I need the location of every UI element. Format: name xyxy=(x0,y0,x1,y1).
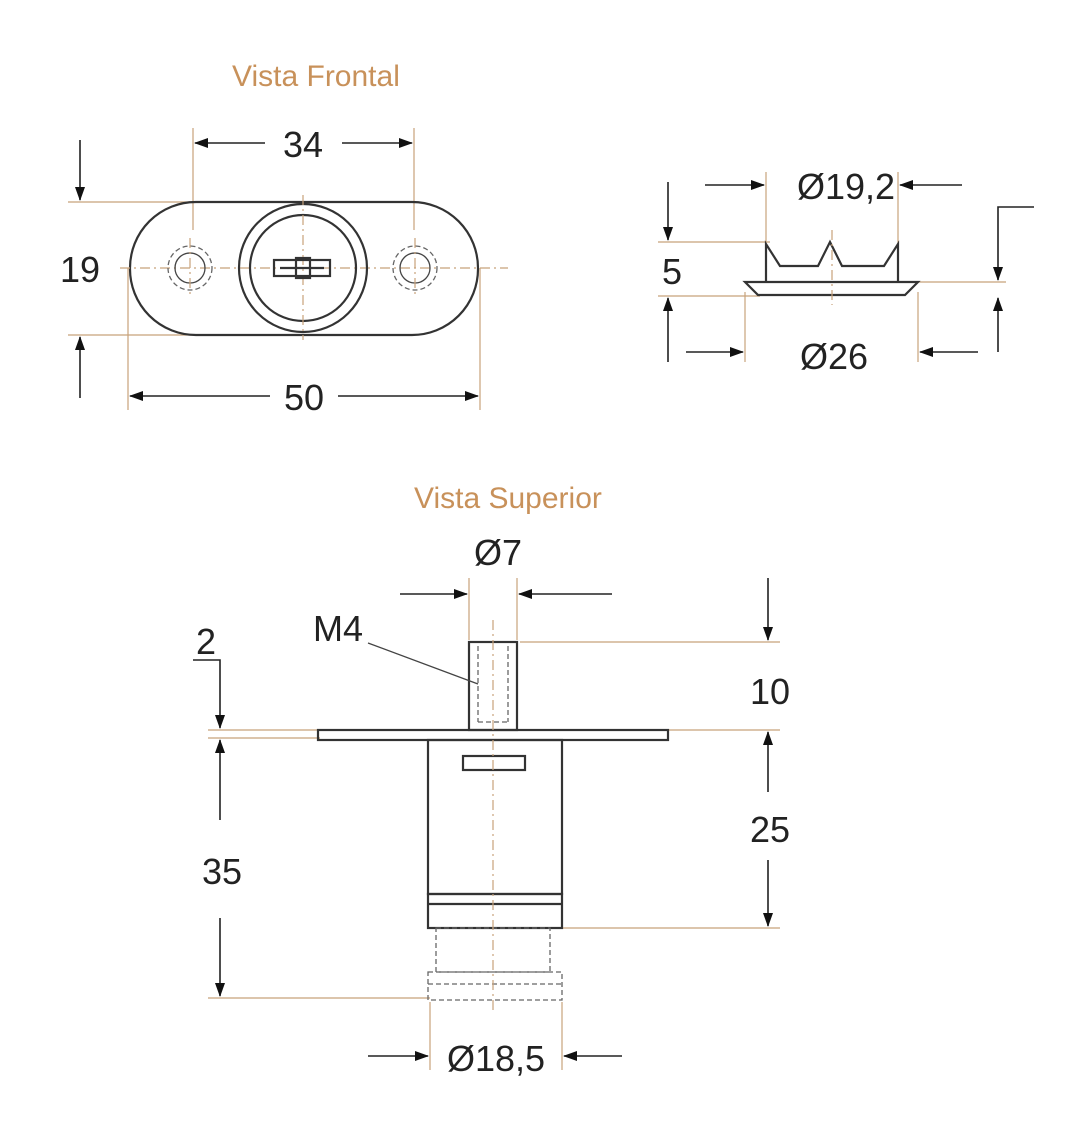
dimension-35-label: 35 xyxy=(202,851,242,892)
dimension-diameter-7: Ø7 xyxy=(400,532,612,599)
thread-m4-callout: M4 xyxy=(313,608,479,685)
key-slot xyxy=(272,256,332,280)
dimension-diameter-26: Ø26 xyxy=(686,336,978,377)
dimension-5: 5 xyxy=(662,182,682,362)
dimension-2-label: 2 xyxy=(196,621,216,662)
dimension-25: 25 xyxy=(750,731,790,927)
dimension-19-label: 19 xyxy=(60,249,100,290)
left-screw-hole xyxy=(167,238,213,298)
top-view-title: Vista Superior xyxy=(414,482,602,515)
dimension-diameter-7-label: Ø7 xyxy=(474,532,522,573)
dimension-5-label: 5 xyxy=(662,251,682,292)
plunger-head xyxy=(426,892,564,930)
thread-m4-label: M4 xyxy=(313,608,363,649)
dimension-10: 10 xyxy=(750,578,790,712)
lock-body xyxy=(426,738,564,896)
dimension-50-label: 50 xyxy=(284,377,324,418)
flange-thickness-dimension xyxy=(993,206,1034,352)
dimension-diameter-18-5: Ø18,5 xyxy=(368,1038,622,1079)
dimension-2: 2 xyxy=(193,621,225,729)
dimension-34: 34 xyxy=(194,124,413,165)
dimension-diameter-19-2: Ø19,2 xyxy=(705,166,962,207)
top-view: Vista Superior xyxy=(193,482,790,1079)
dimension-diameter-18-5-label: Ø18,5 xyxy=(447,1038,545,1079)
dimension-50: 50 xyxy=(129,377,479,418)
side-profile-view: Ø19,2 5 Ø26 xyxy=(658,166,1034,377)
flange-profile xyxy=(742,230,921,305)
dimension-diameter-26-label: Ø26 xyxy=(800,336,868,377)
lock-cylinder-face xyxy=(237,195,369,340)
dimension-19: 19 xyxy=(60,140,100,398)
side-profile-extension-lines xyxy=(658,172,1006,362)
front-view-extension-lines xyxy=(68,128,481,410)
front-view: Vista Frontal xyxy=(60,60,508,418)
front-view-title: Vista Frontal xyxy=(232,60,400,93)
dimension-10-label: 10 xyxy=(750,671,790,712)
top-view-extension-lines xyxy=(208,578,780,1070)
plunger-extended-position xyxy=(427,927,563,1001)
dimension-35: 35 xyxy=(202,739,242,997)
dimension-diameter-19-2-label: Ø19,2 xyxy=(797,166,895,207)
dimension-25-label: 25 xyxy=(750,809,790,850)
right-screw-hole xyxy=(392,238,438,298)
dimension-34-label: 34 xyxy=(283,124,323,165)
